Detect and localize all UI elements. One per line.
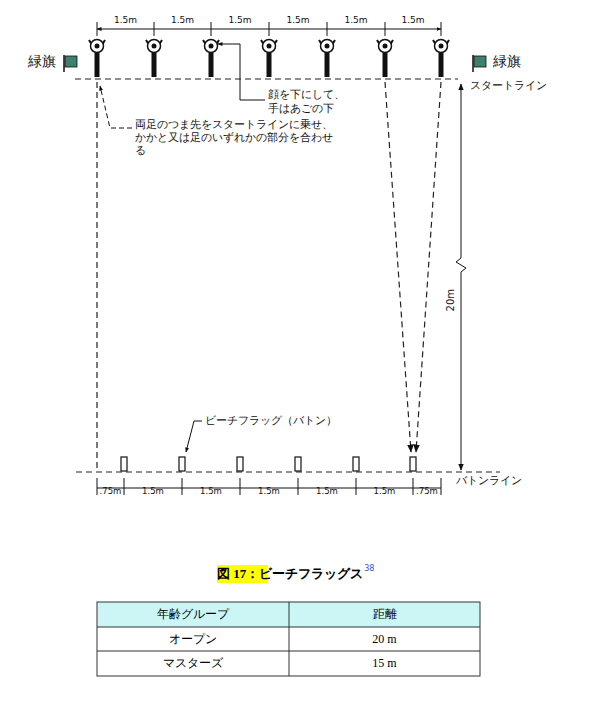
dimension-label: 1.5m <box>316 486 338 497</box>
leader-lines <box>100 44 265 452</box>
table-cell: 20 m <box>372 632 396 647</box>
flag-label: 緑旗 <box>28 53 56 71</box>
callout-note: ビーチフラッグ（バトン） <box>205 414 337 428</box>
beach-flag-batons <box>121 457 416 471</box>
dimension-label: 1.5m <box>142 486 164 497</box>
figure-caption: 図 17：ビーチフラッグス <box>217 565 363 583</box>
reference-number: 38 <box>364 564 374 574</box>
table-cell: オープン <box>169 632 217 647</box>
flag-label: 緑旗 <box>493 53 521 71</box>
dimension-label: .75m <box>416 486 438 497</box>
table-cell: 距離 <box>373 607 397 622</box>
dimension-label: 1.5m <box>171 15 194 26</box>
course-lines <box>75 79 500 472</box>
dimension-label: 1.5m <box>258 486 280 497</box>
competitor-figures <box>89 40 449 78</box>
dimension-label: 20m <box>445 289 458 311</box>
dimension-label: 1.5m <box>286 15 309 26</box>
callout-note: 両足のつま先をスタートラインに乗せ、 かかと又は足のいずれかの部分を合わせる <box>135 118 337 157</box>
table-cell: 年齢グループ <box>157 607 229 622</box>
dimension-label: 1.5m <box>228 15 251 26</box>
table-cell: マスターズ <box>163 656 223 671</box>
callout-note: 顔を下にして、 手はあごの下 <box>268 88 352 116</box>
dimension-label: 1.5m <box>114 15 137 26</box>
dimension-label: 1.5m <box>401 15 424 26</box>
dimension-label: .75m <box>100 486 122 497</box>
line-label: スタートライン <box>470 79 547 93</box>
table-cell: 15 m <box>372 656 396 671</box>
dimension-label: 1.5m <box>344 15 367 26</box>
dimension-label: 1.5m <box>374 486 396 497</box>
top-dimension <box>97 22 441 36</box>
distance-table <box>97 602 480 676</box>
distance-dimension <box>456 84 466 470</box>
green-flags <box>64 55 486 72</box>
dimension-label: 1.5m <box>200 486 222 497</box>
line-label: バトンライン <box>456 474 522 488</box>
